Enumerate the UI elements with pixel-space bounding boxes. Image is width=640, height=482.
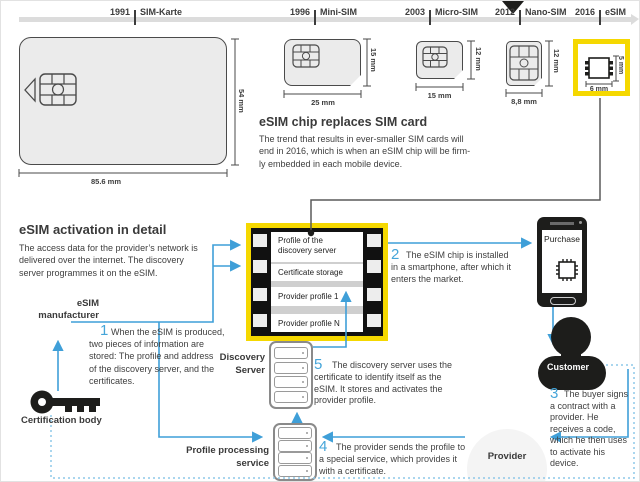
sim-name-label: SIM-Karte <box>140 7 183 17</box>
phone-chip-icon <box>556 259 578 281</box>
timeline-tick <box>429 10 431 25</box>
esim-width-label: 6 mm <box>589 86 609 93</box>
mini-sim-card <box>284 39 361 86</box>
timeline-bar <box>19 17 631 22</box>
phone-speaker <box>550 222 574 225</box>
sim-karte-height-label: 54 mm <box>237 89 246 113</box>
chip-contact-pad <box>367 260 381 273</box>
intro-title: eSIM chip replaces SIM card <box>259 115 428 129</box>
year-label: 2016 <box>574 7 595 17</box>
purchase-label: Purchase <box>544 234 580 244</box>
chip-contact-pad <box>367 288 381 301</box>
year-label: 2003 <box>404 7 425 17</box>
step-4-text: The provider sends the profile to a spec… <box>319 442 466 476</box>
server-slot <box>278 439 312 452</box>
intro-body: The trend that results in ever-smaller S… <box>259 134 471 169</box>
nano-sim-width-label: 8,8 mm <box>511 97 537 106</box>
esim-height-label: 5 mm <box>617 56 624 75</box>
timeline-tick <box>519 10 521 25</box>
step-2-number: 2 <box>391 246 400 263</box>
provider-label: Provider <box>487 451 527 462</box>
micro-sim-height-label: 12 mm <box>474 47 483 71</box>
activation-body: The access data for the provider’s netwo… <box>19 243 198 278</box>
activation-title: eSIM activation in detail <box>19 222 167 237</box>
processing-service-label: Profile processing service <box>186 445 269 469</box>
chip-row: Provider profile N <box>271 314 363 332</box>
timeline-tick <box>134 10 136 25</box>
year-label: 1991 <box>109 7 130 17</box>
mini-sim-height-label: 15 mm <box>369 48 378 72</box>
chip-row: Provider profile 1 <box>271 287 363 306</box>
server-slot <box>274 376 308 389</box>
customer-label: Customer <box>547 362 590 372</box>
timeline-tick <box>599 10 601 25</box>
step-3-text: The buyer signs a contract with a provid… <box>550 389 629 468</box>
server-slot <box>278 427 312 440</box>
server-slot <box>278 464 312 477</box>
timeline-arrow-icon <box>631 14 639 25</box>
chip-contact-pad <box>367 314 381 327</box>
chip-contact-pad <box>253 260 267 273</box>
year-label: 1996 <box>289 7 310 17</box>
phone-camera-icon <box>579 221 582 224</box>
discovery-server-label: Discovery Server <box>219 352 265 376</box>
chip-row: Profile of the discovery server <box>271 232 363 262</box>
sim-name-label: Nano-SIM <box>525 7 567 17</box>
customer-silhouette-icon <box>538 317 606 390</box>
sim-karte-width-label: 85.6 mm <box>90 177 122 186</box>
sim-name-label: Mini-SIM <box>320 7 357 17</box>
chip-contact-pad <box>253 234 267 247</box>
micro-sim-width-label: 15 mm <box>427 91 452 100</box>
chip-contact-pad <box>253 314 267 327</box>
chip-contact-pad <box>253 288 267 301</box>
year-label: 2012 <box>494 7 515 17</box>
server-slot <box>274 361 308 374</box>
chip-contact-icon <box>422 46 448 68</box>
mini-sim-width-label: 25 mm <box>311 98 335 107</box>
server-slot <box>278 452 312 465</box>
chip-contact-icon <box>292 44 320 68</box>
discovery-server-icon <box>269 341 313 409</box>
chip-contact-icon <box>24 73 77 106</box>
certification-key-icon <box>30 390 100 414</box>
manufacturer-label: eSIM manufacturer <box>38 298 99 321</box>
sim-name-label: eSIM <box>605 7 627 17</box>
timeline-tick <box>314 10 316 25</box>
nano-sim-height-label: 12 mm <box>552 49 561 73</box>
processing-service-icon <box>273 423 317 481</box>
esim-chip-icon <box>585 57 613 79</box>
chip-contact-icon <box>509 45 539 81</box>
step-2-text: The eSIM chip is installed in a smartpho… <box>391 250 512 284</box>
home-button <box>550 297 576 305</box>
down-arrow-icon <box>502 1 524 14</box>
server-slot <box>274 347 308 360</box>
chip-memory-panel: Profile of the discovery server Certific… <box>271 232 363 332</box>
certification-body-label: Certification body <box>21 415 102 426</box>
chip-row: Certificate storage <box>271 264 363 281</box>
chip-contact-pad <box>367 234 381 247</box>
server-slot <box>274 390 308 403</box>
step-1-number: 1 <box>100 322 109 339</box>
sim-karte-card <box>19 37 227 165</box>
sim-name-label: Micro-SIM <box>435 7 479 17</box>
nano-sim-card <box>506 41 542 86</box>
step-5-text: The discovery server uses the certificat… <box>314 360 453 406</box>
